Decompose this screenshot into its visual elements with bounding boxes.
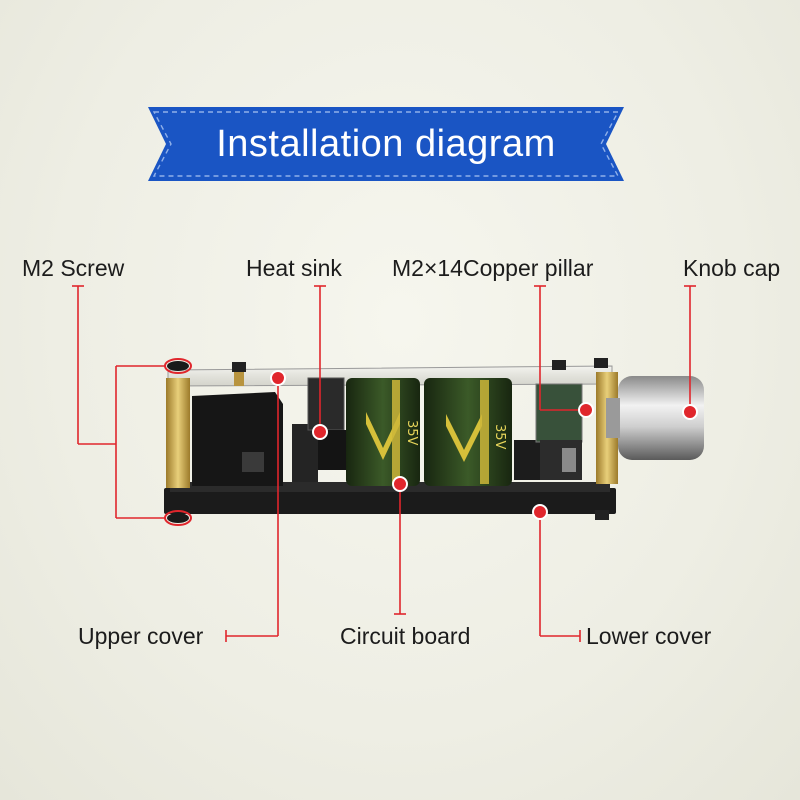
- screw-icon: [595, 510, 609, 520]
- jack-pins: [242, 452, 264, 472]
- audio-jack: [192, 392, 283, 486]
- leader-lines: [72, 285, 696, 642]
- label-knob-cap: Knob cap: [683, 255, 781, 281]
- capacitor-marking: 35V: [492, 424, 507, 450]
- lower-cover: [164, 488, 616, 514]
- label-copper-pillar: M2×14Copper pillar: [392, 255, 594, 281]
- screw-icon: [594, 358, 608, 368]
- banner-title: Installation diagram: [216, 123, 556, 165]
- copper-pillar: [234, 372, 244, 386]
- screw-icon: [167, 361, 189, 371]
- label-circuit-board: Circuit board: [340, 623, 471, 649]
- marker-dot-lower-cover: [532, 504, 548, 520]
- switch-housing: [535, 383, 583, 443]
- label-m2-screw: M2 Screw: [22, 255, 125, 281]
- inductor: [514, 440, 544, 480]
- screw-icon: [552, 360, 566, 370]
- title-banner: Installation diagram: [148, 107, 624, 181]
- pot-pins: [562, 448, 576, 472]
- label-lower-cover: Lower cover: [586, 623, 712, 649]
- marker-dot-copper-pillar: [578, 402, 594, 418]
- copper-pillar: [166, 378, 190, 488]
- capacitor: [346, 378, 420, 486]
- circuit-board: [170, 482, 610, 492]
- label-heat-sink: Heat sink: [246, 255, 342, 281]
- screw-icon: [232, 362, 246, 372]
- heat-sink: [307, 377, 345, 431]
- marker-dot-circuit-board: [392, 476, 408, 492]
- screw-icon: [167, 513, 189, 523]
- capacitor: [424, 378, 512, 486]
- banner-ribbon: [148, 107, 624, 181]
- capacitor-marking: 35V: [404, 420, 419, 446]
- marker-dot-upper-cover: [270, 370, 286, 386]
- label-upper-cover: Upper cover: [78, 623, 204, 649]
- knob-cap: [618, 376, 704, 460]
- marker-dot-heat-sink: [312, 424, 328, 440]
- marker-dots: [270, 370, 698, 520]
- knob-shaft: [606, 398, 620, 438]
- marker-dot-knob-cap: [682, 404, 698, 420]
